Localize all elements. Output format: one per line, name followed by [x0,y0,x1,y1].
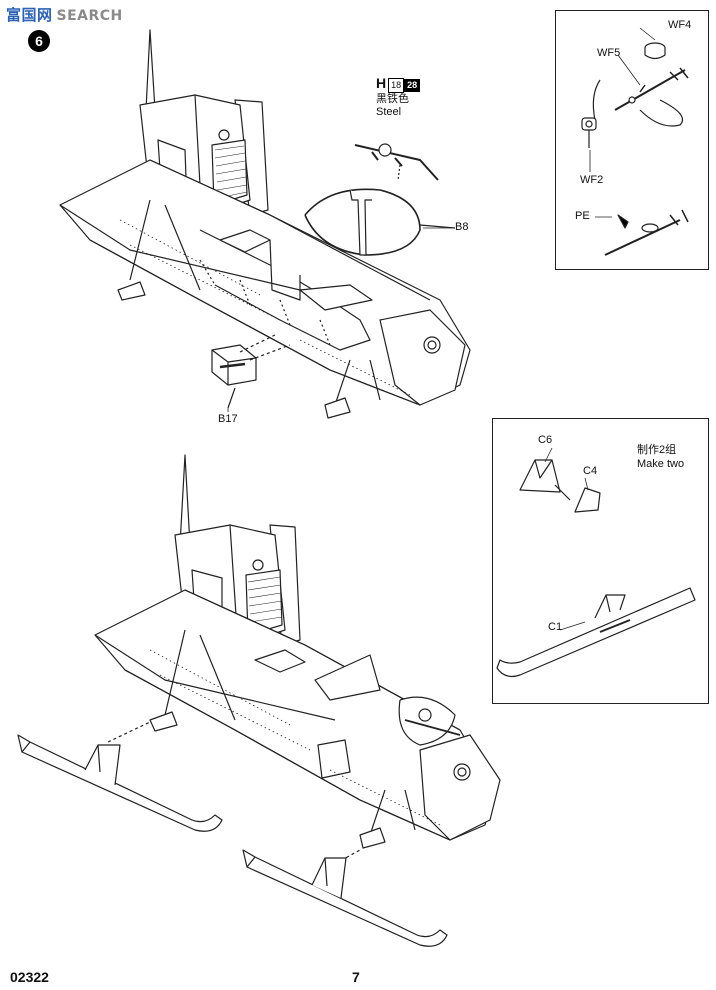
ski-inset-drawing [496,459,696,678]
watermark-en: SEARCH [56,8,123,24]
make-two-cn: 制作2组 [637,444,677,456]
paint-letter: H [376,75,387,91]
paint-code-1: 18 [388,77,405,93]
inset-box-gun [555,10,709,270]
lower-sled-assembly [17,454,501,947]
label-wf2: WF2 [580,174,604,186]
inset-box-skis [492,418,709,704]
label-c1: C1 [548,621,563,633]
product-code: 02322 [10,969,49,985]
step-number-badge: 6 [28,30,50,52]
paint-code-2: 28 [404,78,421,92]
label-wf4: WF4 [668,19,692,31]
paint-name-cn: 黑铁色 [376,92,409,105]
gun-inset-drawing [581,42,689,256]
label-pe: PE [575,210,590,222]
leader-lines [227,27,656,631]
make-two-note: 制作2组 Make two [637,443,684,471]
upper-sled-assembly [59,29,471,419]
label-c4: C4 [583,465,598,477]
label-b8: B8 [455,221,469,233]
label-wf5: WF5 [597,47,621,59]
make-two-en: Make two [637,458,685,470]
label-b17: B17 [218,413,238,425]
label-c6: C6 [538,434,553,446]
page-number: 7 [352,969,360,985]
watermark-cn: 富国网 [6,6,53,24]
paint-name-en: Steel [376,105,402,118]
